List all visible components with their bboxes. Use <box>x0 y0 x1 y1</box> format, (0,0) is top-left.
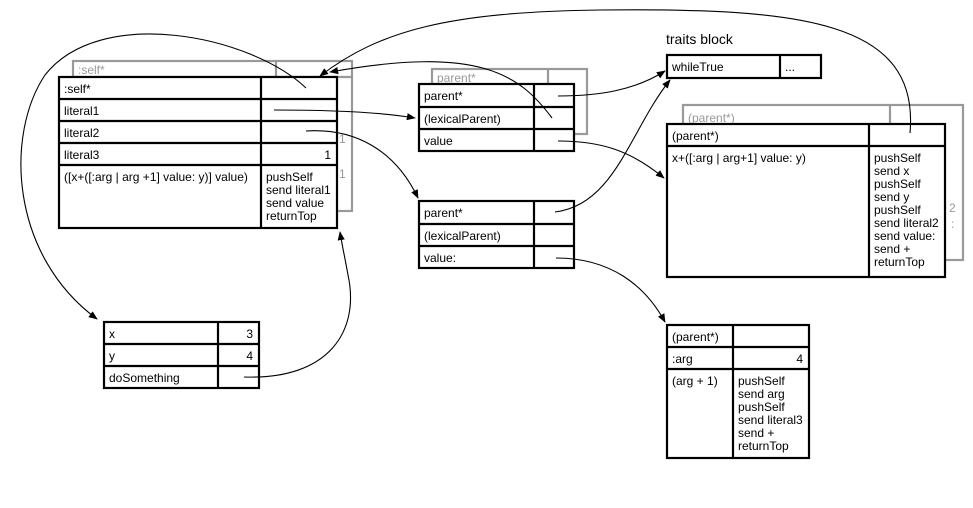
outer-method-shadow-label: (parent*) <box>688 111 735 125</box>
outer-method-bytecode: send value: <box>874 229 935 243</box>
inner-method-bytecode: pushSelf <box>738 400 785 414</box>
context-slot-value: 3 <box>246 327 253 341</box>
method-slot-value: 1 <box>324 148 331 162</box>
outer-method-shadow-number-2: : <box>951 217 954 231</box>
method-slot-name: :self* <box>64 82 91 96</box>
method-bytecode: pushSelf <box>266 170 313 184</box>
inner-method-bytecode: pushSelf <box>738 374 785 388</box>
context-slot-name: y <box>109 349 115 363</box>
method-object: :self* literal1 literal2 literal3 1 ([x+… <box>57 75 339 230</box>
outer-method-bytecode: send + <box>874 242 910 256</box>
outer-method-bytecode: send y <box>874 190 909 204</box>
outer-block-slot-name: value <box>424 134 453 148</box>
method-shadow-number-2: 1 <box>339 167 346 181</box>
method-bytecode: send value <box>266 196 324 210</box>
inner-method-parent-slot: (parent*) <box>672 330 719 344</box>
outer-method-bytecode: pushSelf <box>874 151 921 165</box>
outer-block-method: (parent*) x+([:arg | arg+1] value: y) pu… <box>665 122 947 279</box>
method-shadow-number-1: 1 <box>339 132 346 146</box>
arrow-dosomething-to-method <box>243 231 352 378</box>
outer-method-bytecode: pushSelf <box>874 203 921 217</box>
inner-method-bytecode: returnTop <box>738 439 789 453</box>
context-slot-value: 4 <box>246 349 253 363</box>
method-bytecode: returnTop <box>266 209 317 223</box>
arrow-inner-parent-to-traits <box>554 79 671 213</box>
traits-slot-value: ... <box>785 60 795 74</box>
method-slot-name: literal3 <box>64 148 100 162</box>
traits-slot-name: whileTrue <box>671 60 724 74</box>
outer-method-bytecode: send literal2 <box>874 216 939 230</box>
context-slot-name: doSomething <box>109 371 180 385</box>
inner-method-bytecode: send + <box>738 426 774 440</box>
inner-block-slot-name: (lexicalParent) <box>424 229 501 243</box>
traits-block-title: traits block <box>666 31 734 47</box>
arrow-outer-value-to-method <box>557 140 665 179</box>
arrow-literal2-to-inner-block <box>305 130 419 199</box>
inner-method-arg-name: :arg <box>672 352 693 366</box>
outer-method-bytecode: returnTop <box>874 255 925 269</box>
arrow-self-to-context <box>20 33 307 320</box>
traits-block: whileTrue ... <box>665 53 823 80</box>
context-object: x 3 y 4 doSomething <box>102 320 261 390</box>
method-shadow-label: :self* <box>78 63 105 77</box>
outer-block-object: parent* (lexicalParent) value <box>417 82 576 153</box>
context-slot-name: x <box>109 327 115 341</box>
pointer-arrows <box>20 9 912 378</box>
outer-block-shadow-label: parent* <box>437 71 476 85</box>
outer-method-source: x+([:arg | arg+1] value: y) <box>672 151 806 165</box>
inner-method-arg-value: 4 <box>796 352 803 366</box>
inner-block-slot-name: value: <box>424 251 456 265</box>
outer-block-slot-name: parent* <box>424 89 463 103</box>
arrow-outer-parent-to-traits <box>557 70 666 97</box>
inner-block-slot-name: parent* <box>424 206 463 220</box>
inner-method-bytecode: send arg <box>738 387 785 401</box>
inner-block-object: parent* (lexicalParent) value: <box>417 199 576 270</box>
inner-block-method: (parent*) :arg 4 (arg + 1) pushSelf send… <box>665 323 811 460</box>
arrow-outer-method-parent-to-method <box>319 9 912 134</box>
inner-method-source: (arg + 1) <box>672 374 718 388</box>
outer-method-shadow-number-1: 2 <box>949 201 956 215</box>
outer-method-bytecode: send x <box>874 164 909 178</box>
method-slot-name: literal1 <box>64 104 100 118</box>
method-slot-name: literal2 <box>64 126 100 140</box>
outer-method-bytecode: pushSelf <box>874 177 921 191</box>
arrow-inner-value-to-method <box>555 257 666 323</box>
outer-block-slot-name: (lexicalParent) <box>424 112 501 126</box>
outer-method-parent-slot: (parent*) <box>672 129 719 143</box>
method-source: ([x+([:arg | arg +1] value: y)] value) <box>64 170 248 184</box>
method-bytecode: send literal1 <box>266 183 331 197</box>
inner-method-bytecode: send literal3 <box>738 413 803 427</box>
arrow-literal1-to-outer-block <box>273 109 416 121</box>
arrow-outer-lexical-to-method <box>329 61 553 119</box>
